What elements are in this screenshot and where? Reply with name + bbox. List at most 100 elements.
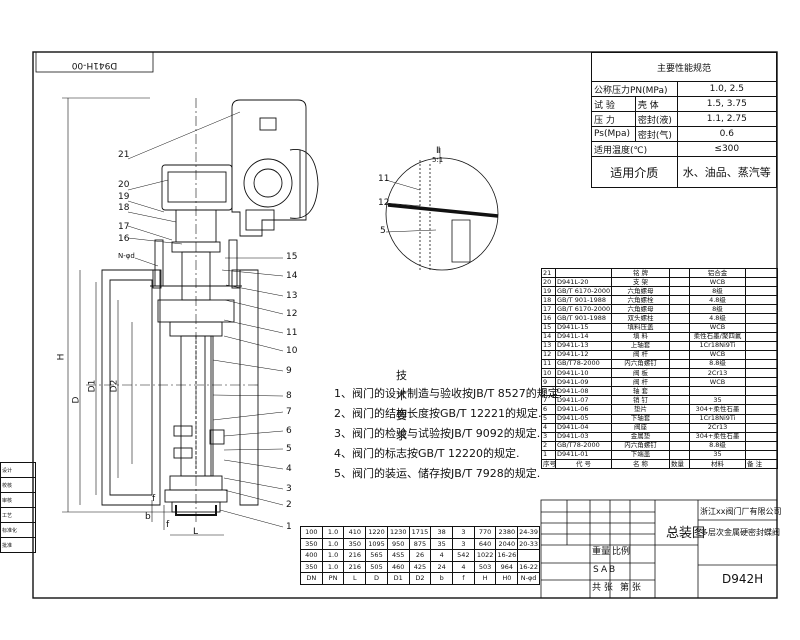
callout-16: 16: [118, 234, 130, 244]
callout-4: 4: [286, 464, 292, 474]
dims-cell: 4S5: [386, 549, 410, 562]
perf-value-medium: 水、油品、蒸汽等: [676, 156, 778, 188]
parts-cell: 6: [541, 404, 556, 415]
parts-cell: 304+柔性石墨: [689, 431, 746, 442]
parts-cell: WCB: [689, 349, 746, 360]
parts-cell: 2Cr13: [689, 368, 746, 379]
dims-cell: 350: [343, 537, 367, 550]
rev-row: 设计: [0, 462, 36, 478]
parts-cell: [745, 422, 778, 433]
parts-cell: 金属垫: [611, 431, 670, 442]
parts-cell: [669, 386, 690, 397]
tech-notes-title: 技术要求: [396, 369, 407, 442]
parts-cell: 下端盖: [611, 449, 670, 460]
company-name: 浙江xx阀门厂有限公司: [700, 507, 782, 516]
parts-cell: D941L-15: [555, 322, 612, 333]
dims-cell: f: [452, 572, 475, 585]
dims-cell: L: [343, 572, 367, 585]
dims-cell: [517, 549, 540, 562]
parts-cell: [669, 377, 690, 388]
dims-cell: 400: [300, 549, 323, 562]
parts-header-code: 代 号: [555, 458, 612, 470]
callout-11: 11: [286, 328, 298, 338]
parts-cell: 4: [541, 422, 556, 433]
callout-n-phid: N-φd: [118, 252, 135, 260]
drawing-number: D942H: [722, 572, 764, 586]
parts-cell: 铭 牌: [611, 267, 670, 279]
rev-cell: 批准: [0, 537, 36, 553]
dims-cell: 3: [452, 537, 475, 550]
parts-cell: 1: [541, 449, 556, 460]
parts-cell: WCB: [689, 277, 746, 288]
perf-sub-seal-liquid: 密封(液): [634, 111, 678, 127]
rev-row: 校核: [0, 477, 36, 493]
parts-cell: [745, 395, 778, 406]
perf-value-shell: 1.5, 3.75: [676, 96, 778, 112]
dims-cell: 4: [430, 549, 454, 562]
dims-cell: 565: [365, 549, 388, 562]
parts-cell: GB/T 901-1988: [555, 313, 612, 324]
parts-cell: 7: [541, 395, 556, 406]
parts-cell: GB/T 6170-2000: [555, 286, 612, 297]
parts-cell: [745, 413, 778, 424]
dims-cell: 1095: [365, 537, 388, 550]
detail-scale: 5:1: [432, 156, 444, 164]
dims-cell: 350: [300, 560, 323, 573]
dims-cell: 460: [386, 560, 410, 573]
parts-cell: [669, 395, 690, 406]
tech-note-1: 1、阀门的设计制造与验收按JB/T 8527的规定.: [334, 387, 563, 400]
callout-1: 1: [286, 522, 292, 532]
parts-cell: D941L-14: [555, 331, 612, 342]
parts-cell: [669, 313, 690, 324]
parts-cell: D941L-05: [555, 413, 612, 424]
parts-cell: D941L-13: [555, 340, 612, 351]
callout-3: 3: [286, 484, 292, 494]
dims-cell: 216: [343, 549, 367, 562]
parts-cell: 轴 套: [611, 386, 670, 397]
callout-15: 15: [286, 252, 298, 262]
parts-cell: [669, 358, 690, 370]
dims-cell: D2: [408, 572, 432, 585]
tech-note-4: 4、阀门的标志按GB/T 12220的规定.: [334, 447, 520, 460]
dims-cell: 542: [452, 549, 475, 562]
dims-cell: 1.0: [321, 549, 345, 562]
parts-cell: 填 料: [611, 331, 670, 342]
rev-cell: 校核: [0, 477, 36, 493]
perf-label-test: 试 验: [591, 96, 636, 112]
parts-cell: 8级: [689, 286, 746, 297]
parts-cell: D941L-07: [555, 395, 612, 406]
parts-cell: [745, 440, 778, 451]
parts-cell: GB/T78-2000: [555, 440, 612, 451]
dims-cell: 35: [430, 537, 454, 550]
rev-row: 工艺: [0, 507, 36, 523]
parts-cell: GB/T 901-1988: [555, 295, 612, 306]
dim-d2: D2: [109, 379, 120, 393]
rev-cell: 审核: [0, 492, 36, 508]
callout-2: 2: [286, 500, 292, 510]
parts-cell: GB/T78-2000: [555, 358, 612, 370]
valve-elevation-view: [86, 98, 319, 525]
performance-title: 主要性能规范: [591, 52, 777, 82]
parts-cell: D941L-08: [555, 386, 612, 397]
tb-label-s: S: [593, 565, 599, 575]
dims-cell: b: [430, 572, 454, 585]
tech-note-2: 2、阀门的结构长度按GB/T 12221的规定.: [334, 407, 542, 420]
callout-5: 5: [286, 444, 292, 454]
parts-cell: [745, 431, 778, 442]
perf-value-pn: 1.0, 2.5: [676, 81, 778, 97]
callout-10: 10: [286, 346, 298, 356]
dims-cell: 875: [408, 537, 432, 550]
dims-cell: 350: [300, 537, 323, 550]
tech-note-5: 5、阀门的装运、储存按JB/T 7928的规定.: [334, 467, 541, 480]
